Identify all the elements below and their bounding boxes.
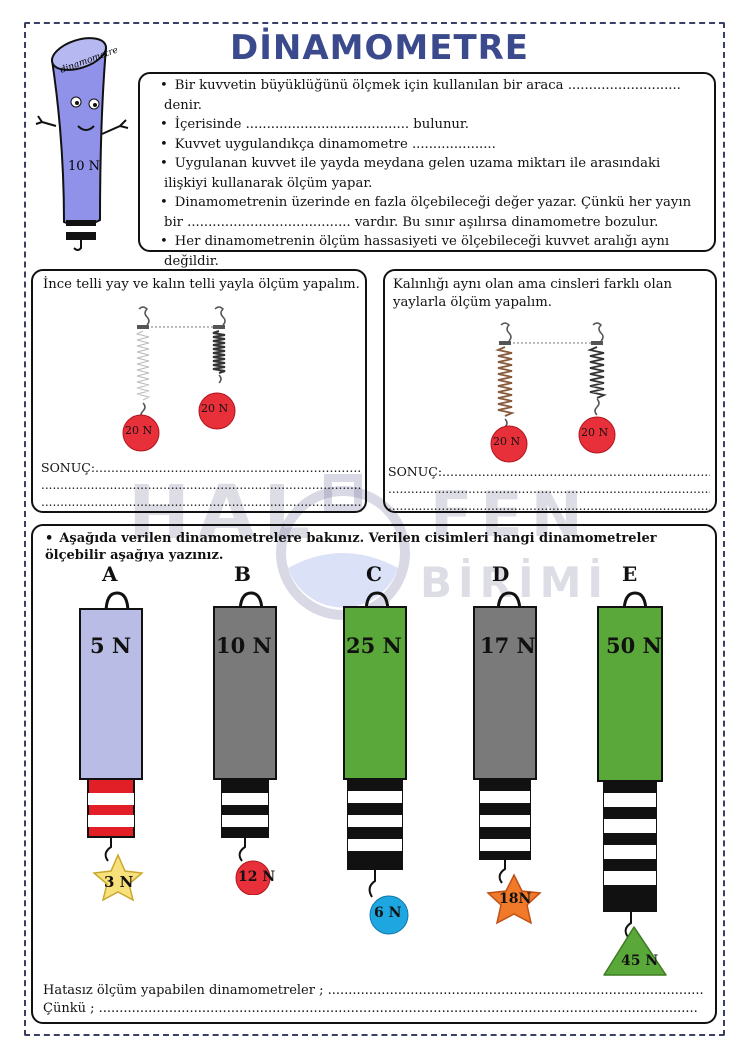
thin-thick-prompt: İnce telli yay ve kalın telli yayla ölçü… bbox=[43, 277, 360, 292]
intro-list: Bir kuvvetin büyüklüğünü ölçmek için kul… bbox=[150, 76, 704, 271]
watermark-text-2: FEN bbox=[430, 478, 591, 551]
answer-label: Hatasız ölçüm yapabilen dinamometreler ;… bbox=[43, 983, 704, 998]
weight-ball-3 bbox=[490, 425, 528, 463]
weight-ball-2 bbox=[198, 392, 236, 430]
dynamometer-letter: C bbox=[366, 562, 382, 586]
intro-item: İçerisinde .............................… bbox=[164, 115, 704, 135]
weight-label-3: 20 N bbox=[493, 435, 521, 448]
dynamometer-max: 5 N bbox=[90, 633, 132, 658]
object-label: 45 N bbox=[621, 953, 659, 969]
weight-label-1: 20 N bbox=[125, 424, 153, 437]
weight-label-2: 20 N bbox=[201, 402, 229, 415]
dynamometer-letter: B bbox=[234, 562, 251, 586]
reason-label: Çünkü ; ................................… bbox=[43, 1001, 698, 1016]
intro-item: Dinamometrenin üzerinde en fazla ölçebil… bbox=[164, 193, 704, 232]
dynamometer-max: 25 N bbox=[346, 633, 402, 658]
dynamometer-letter: D bbox=[492, 562, 510, 586]
intro-item: Her dinamometrenin ölçüm hassasiyeti ve … bbox=[164, 232, 704, 271]
left-answer-line: ........................................… bbox=[41, 495, 361, 509]
right-result-label: SONUÇ:..................................… bbox=[388, 464, 710, 479]
page-frame bbox=[24, 22, 725, 1036]
dynamometer-letter: A bbox=[102, 562, 118, 586]
dynamometer-max: 10 N bbox=[216, 633, 272, 658]
left-answer-line: ........................................… bbox=[41, 478, 361, 492]
intro-box: Bir kuvvetin büyüklüğünü ölçmek için kul… bbox=[138, 72, 716, 269]
object-label: 6 N bbox=[374, 905, 402, 921]
right-answer-line: ........................................… bbox=[388, 482, 710, 496]
object-label: 18N bbox=[499, 891, 532, 907]
watermark-text-1: HAL bbox=[128, 470, 319, 556]
intro-item: Uygulanan kuvvet ile yayda meydana gelen… bbox=[164, 154, 704, 193]
intro-item: Kuvvet uygulandıkça dinamometre ........… bbox=[164, 135, 704, 155]
dynamometer-body bbox=[343, 591, 409, 935]
mascot-value: 10 N bbox=[68, 159, 100, 174]
thin-thick-spring-illustration bbox=[135, 306, 226, 420]
dynamometer-body bbox=[79, 591, 144, 902]
dynamometer-prompt-text: Aşağıda verilen dinamometrelere bakınız.… bbox=[45, 531, 657, 563]
material-spring-panel: Kalınlığı aynı olan ama cinsleri farklı … bbox=[383, 269, 717, 513]
object-label: 12 N bbox=[238, 869, 276, 885]
mascot-illustration: dinamometre 10 N bbox=[35, 37, 129, 251]
dynamometer-prompt: •Aşağıda verilen dinamometrelere bakınız… bbox=[45, 531, 657, 563]
dynamometer-question-panel: •Aşağıda verilen dinamometrelere bakınız… bbox=[31, 524, 717, 1024]
weight-label-4: 20 N bbox=[581, 426, 609, 439]
weight-ball-4 bbox=[578, 416, 616, 454]
dynamometer-body bbox=[473, 591, 542, 925]
dynamometer-letter: E bbox=[622, 562, 638, 586]
thin-thick-spring-panel: İnce telli yay ve kalın telli yayla ölçü… bbox=[31, 269, 367, 513]
dynamometer-body bbox=[597, 591, 667, 976]
dynamometer-body bbox=[213, 591, 277, 895]
weight-ball-1 bbox=[122, 414, 160, 452]
material-prompt: Kalınlığı aynı olan ama cinsleri farklı … bbox=[393, 277, 673, 310]
left-result-label: SONUÇ:..................................… bbox=[41, 460, 361, 475]
page-title: DİNAMOMETRE bbox=[230, 28, 530, 68]
watermark-text-3: BİRİMİ bbox=[420, 558, 610, 607]
right-answer-line: ........................................… bbox=[388, 499, 710, 513]
dynamometer-max: 50 N bbox=[606, 633, 662, 658]
intro-item: Bir kuvvetin büyüklüğünü ölçmek için kul… bbox=[164, 76, 704, 115]
object-label: 3 N bbox=[104, 873, 134, 891]
dynamometer-max: 17 N bbox=[480, 633, 536, 658]
